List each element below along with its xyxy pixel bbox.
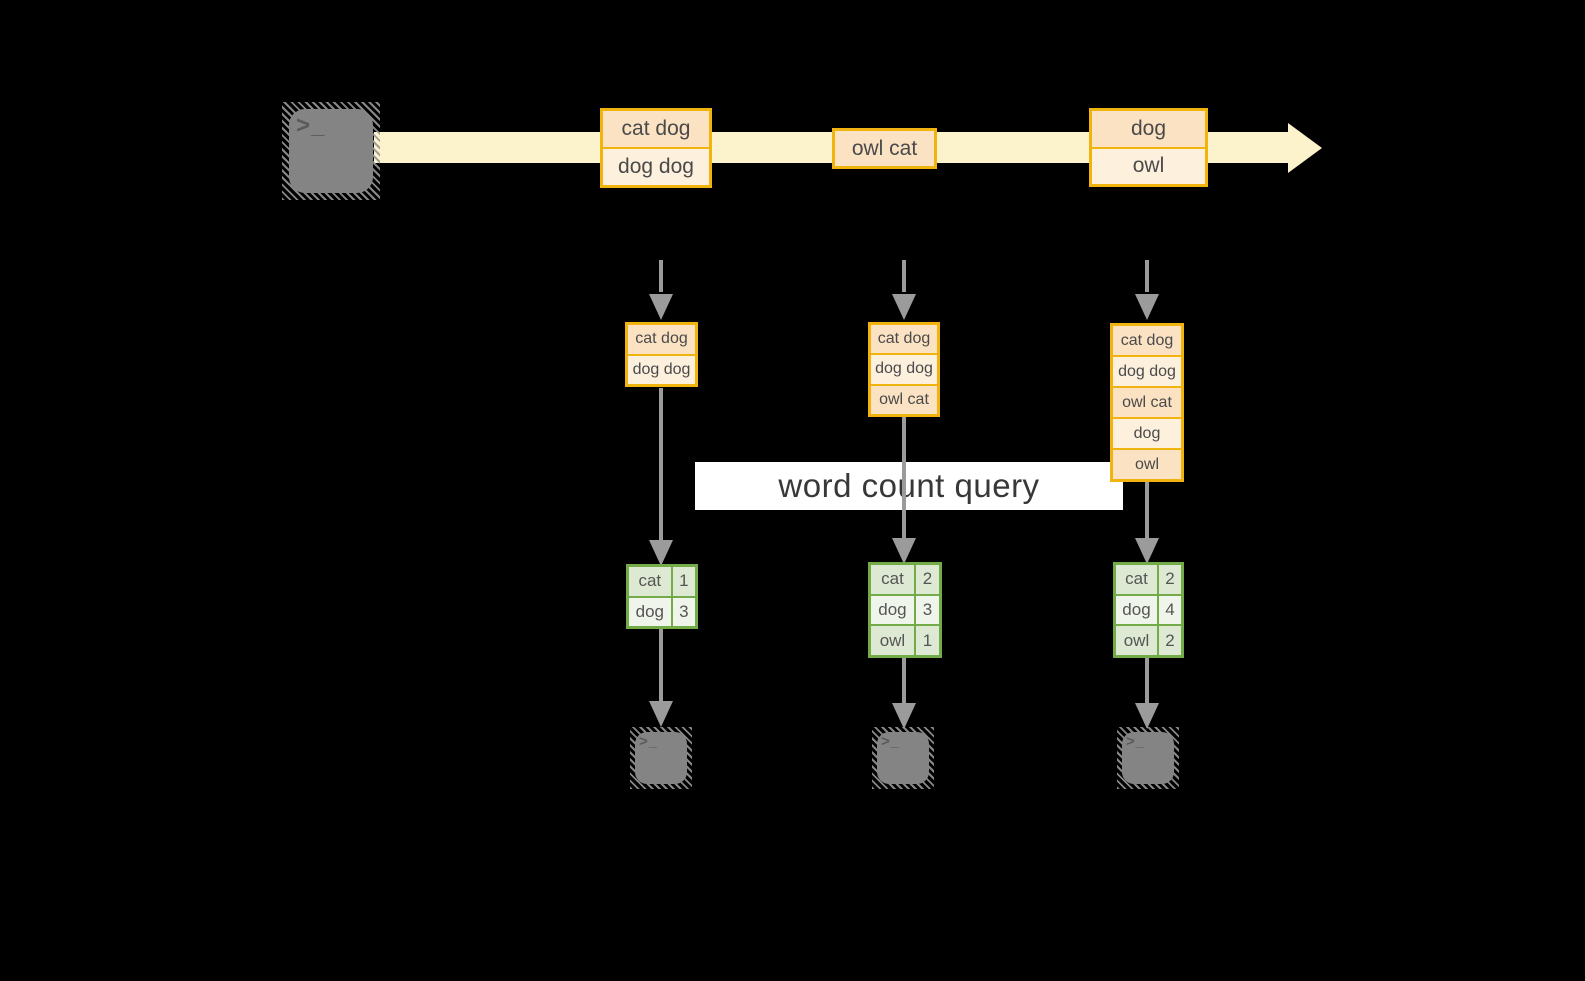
terminal-prompt-icon: >_ — [296, 112, 326, 139]
input-stack-3: cat dog dog dog owl cat dog owl — [1110, 323, 1184, 482]
stack-row: owl cat — [1113, 386, 1181, 417]
result-table-3: cat 2 dog 4 owl 2 — [1113, 562, 1184, 658]
result-table-2: cat 2 dog 3 owl 1 — [868, 562, 942, 658]
sink-terminal-3-icon: >_ — [1117, 727, 1179, 789]
table-row: dog 3 — [629, 595, 695, 626]
word-cell: cat — [871, 565, 916, 594]
stream-batch-2: owl cat — [832, 128, 937, 169]
sink-arrow-line-1 — [659, 629, 663, 701]
trigger-arrowhead-1-icon — [649, 294, 673, 320]
word-cell: cat — [1116, 565, 1159, 594]
query-arrowhead-2-icon — [892, 538, 916, 564]
table-row: cat 2 — [871, 565, 939, 594]
count-cell: 3 — [672, 597, 695, 626]
count-cell: 4 — [1158, 595, 1181, 625]
sink-arrowhead-1-icon — [649, 701, 673, 727]
batch-row: dog — [1092, 111, 1205, 147]
stream-batch-1: cat dog dog dog — [600, 108, 712, 188]
terminal-screen — [289, 109, 373, 193]
count-cell: 3 — [915, 595, 939, 625]
terminal-screen — [1122, 732, 1174, 784]
stack-row: dog — [1113, 417, 1181, 448]
word-cell: dog — [629, 597, 673, 626]
batch-row: dog dog — [603, 147, 709, 185]
count-cell: 1 — [672, 567, 695, 596]
stack-row: cat dog — [628, 325, 695, 354]
terminal-prompt-icon: >_ — [1126, 733, 1146, 750]
trigger-arrow-dash-1 — [659, 260, 663, 292]
word-cell: owl — [1116, 626, 1159, 656]
sink-arrowhead-3-icon — [1135, 703, 1159, 729]
batch-row: cat dog — [603, 111, 709, 147]
stack-row: owl — [1113, 448, 1181, 479]
stack-row: dog dog — [871, 353, 937, 384]
stack-row: dog dog — [628, 353, 695, 384]
sink-terminal-2-icon: >_ — [872, 727, 934, 789]
query-arrowhead-3-icon — [1135, 538, 1159, 564]
stack-row: owl cat — [871, 383, 937, 414]
query-arrow-line-1 — [659, 388, 663, 540]
terminal-prompt-icon: >_ — [881, 733, 901, 750]
table-row: dog 4 — [1116, 593, 1181, 625]
sink-arrowhead-2-icon — [892, 703, 916, 729]
table-row: cat 2 — [1116, 565, 1181, 594]
input-stack-1: cat dog dog dog — [625, 322, 698, 387]
source-terminal-icon: >_ — [282, 102, 380, 200]
count-cell: 2 — [1158, 626, 1181, 656]
stream-batch-3: dog owl — [1089, 108, 1208, 187]
stack-row: cat dog — [1113, 326, 1181, 355]
word-cell: dog — [871, 595, 916, 625]
query-label: word count query — [695, 462, 1123, 510]
terminal-screen — [635, 732, 687, 784]
stack-row: cat dog — [871, 325, 937, 354]
query-arrow-line-2 — [902, 417, 906, 538]
batch-row: owl — [1092, 146, 1205, 184]
terminal-screen — [877, 732, 929, 784]
stack-row: dog dog — [1113, 355, 1181, 386]
table-row: dog 3 — [871, 593, 939, 625]
count-cell: 2 — [915, 565, 939, 594]
trigger-arrowhead-3-icon — [1135, 294, 1159, 320]
trigger-arrow-dash-3 — [1145, 260, 1149, 292]
table-row: owl 1 — [871, 624, 939, 656]
stream-band-arrowhead-icon — [1288, 123, 1322, 173]
count-cell: 1 — [915, 626, 939, 656]
word-cell: owl — [871, 626, 916, 656]
batch-row: owl cat — [835, 131, 934, 166]
query-arrow-line-3 — [1145, 482, 1149, 538]
sink-arrow-line-2 — [902, 658, 906, 703]
sink-terminal-1-icon: >_ — [630, 727, 692, 789]
count-cell: 2 — [1158, 565, 1181, 594]
result-table-1: cat 1 dog 3 — [626, 564, 698, 629]
table-row: owl 2 — [1116, 624, 1181, 656]
sink-arrow-line-3 — [1145, 658, 1149, 703]
input-stack-2: cat dog dog dog owl cat — [868, 322, 940, 417]
terminal-prompt-icon: >_ — [639, 733, 659, 750]
trigger-arrowhead-2-icon — [892, 294, 916, 320]
table-row: cat 1 — [629, 567, 695, 596]
word-cell: dog — [1116, 595, 1159, 625]
trigger-arrow-dash-2 — [902, 260, 906, 292]
query-arrowhead-1-icon — [649, 540, 673, 566]
word-cell: cat — [629, 567, 673, 596]
